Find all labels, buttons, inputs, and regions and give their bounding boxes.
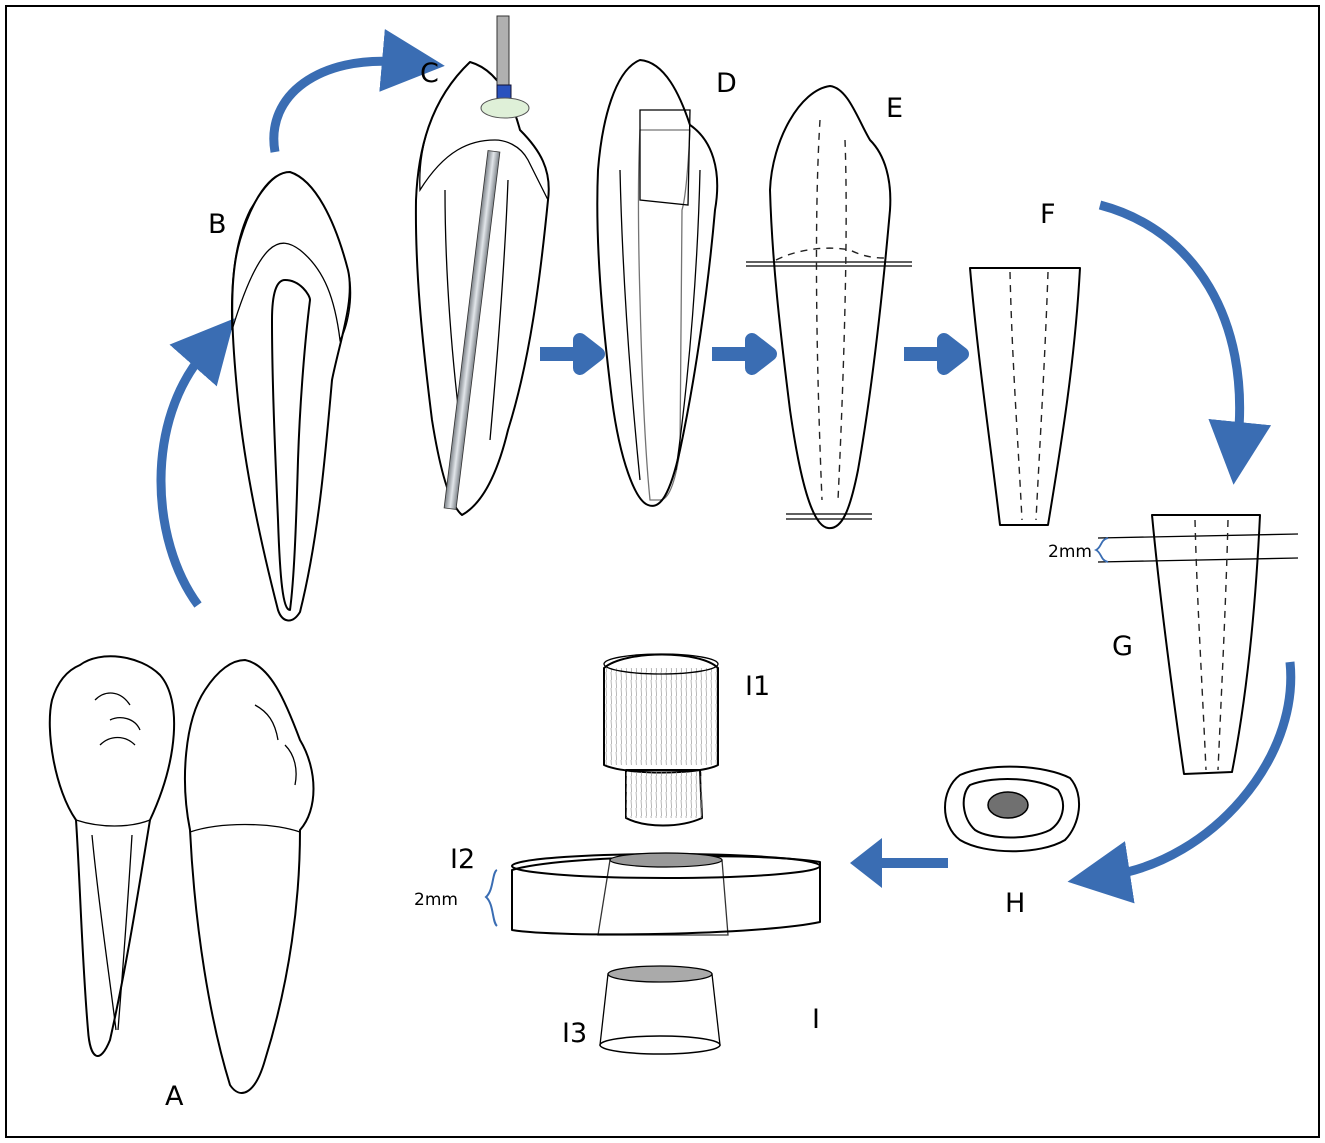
tooth-e-cut-lines [746, 86, 912, 528]
label-i: I [812, 1004, 820, 1035]
curved-arrow-f-g [1100, 205, 1240, 440]
tooth-a-right [185, 660, 314, 1093]
specimen-i3 [600, 966, 720, 1054]
label-c: C [420, 58, 439, 89]
curved-arrow-b-c [274, 61, 400, 152]
label-g-2mm: 2mm [1048, 542, 1092, 562]
label-b: B [208, 209, 227, 240]
plunger-i1 [604, 654, 718, 826]
curved-arrow-g-h [1112, 662, 1291, 875]
label-d: D [716, 68, 737, 99]
label-f: F [1040, 199, 1056, 230]
tooth-d-filled [597, 60, 717, 506]
file-stop-marker [497, 85, 511, 99]
arrow-c-d [540, 340, 598, 368]
bracket-2mm-i2 [486, 870, 497, 926]
arrow-e-f [904, 340, 962, 368]
label-i3: I3 [562, 1018, 587, 1049]
label-i1: I1 [745, 671, 770, 702]
file-handle [497, 16, 509, 96]
root-segment-f [970, 268, 1080, 525]
file-shaft [444, 151, 500, 510]
disc-i2 [486, 853, 820, 935]
tooth-b-section [232, 172, 351, 620]
arrow-d-e [712, 340, 770, 368]
tooth-a-left [50, 656, 174, 1056]
arrow-h-i [850, 838, 948, 888]
curved-arrow-a-b [161, 352, 205, 605]
tooth-c-file [416, 16, 549, 515]
label-h: H [1005, 888, 1025, 919]
label-e: E [886, 93, 903, 124]
label-a: A [165, 1081, 184, 1112]
label-i2: I2 [450, 844, 475, 875]
bracket-2mm-g [1096, 538, 1108, 562]
rubber-stopper [481, 98, 529, 118]
root-slice-h [945, 767, 1079, 852]
label-i2-2mm: 2mm [414, 890, 458, 910]
label-g: G [1112, 631, 1133, 662]
